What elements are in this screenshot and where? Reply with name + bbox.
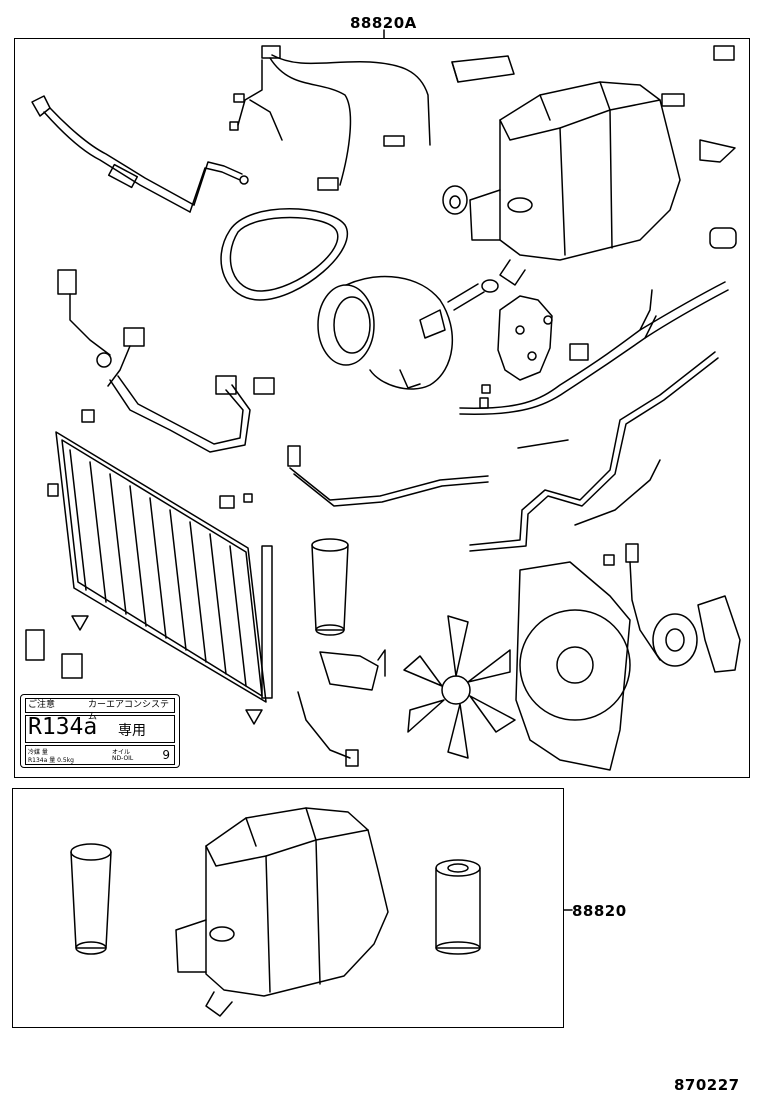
label-plate-system: カーエアコンシステム <box>88 700 170 722</box>
label-plate-grade: 9 <box>162 748 170 762</box>
dryer-bracket <box>319 649 386 691</box>
left-harness <box>57 269 145 387</box>
label-plate-footer-col2-value: ND-OIL <box>112 755 134 762</box>
filter-cartridge <box>435 859 481 955</box>
compressor <box>317 275 453 390</box>
thermistor <box>297 691 359 767</box>
bottom-assembly-frame <box>12 788 564 1028</box>
label-plate-header: ご注意 カーエアコンシステム <box>25 698 175 722</box>
suction-hose <box>109 375 275 453</box>
refrigerant-caution-label: ご注意 カーエアコンシステム R134a 専用 冷媒 量 R134a 量 0.5… <box>20 694 180 768</box>
cooling-fan <box>403 615 516 759</box>
discharge-hose <box>31 95 249 213</box>
label-plate-exclusive: 専用 <box>118 723 146 739</box>
label-plate-footer-col2: オイル <box>112 749 131 756</box>
evaporator-unit-spare <box>175 807 389 1017</box>
label-plate-main: R134a 専用 <box>25 714 175 743</box>
reference-number: 870227 <box>674 1076 740 1094</box>
pressure-switch-line <box>287 445 489 507</box>
fan-shroud <box>515 561 631 771</box>
condenser <box>55 431 273 703</box>
short-hose <box>447 279 499 311</box>
label-plate-footer-col1: 冷媒 量 <box>28 749 48 756</box>
label-plate-tag: ご注意 <box>28 700 56 710</box>
fan-motor <box>625 543 741 673</box>
receiver-dryer-spare <box>70 843 112 955</box>
label-plate-refrigerant: R134a <box>28 714 98 740</box>
drive-belt <box>220 208 348 301</box>
small-fittings <box>25 45 737 725</box>
label-plate-footer-col1-value: R134a 量 0.5kg <box>28 757 74 764</box>
suction-pipe <box>459 281 729 416</box>
evaporator-unit <box>469 81 681 286</box>
wire-harness <box>229 45 431 191</box>
receiver-dryer <box>311 538 349 636</box>
callout-88820a: 88820A <box>350 14 417 32</box>
grommet <box>442 185 468 215</box>
relay-block <box>451 55 515 83</box>
label-plate-footer: 冷媒 量 R134a 量 0.5kg オイル ND-OIL 9 <box>25 745 175 765</box>
compressor-bracket <box>497 295 553 381</box>
liquid-pipe <box>469 351 719 552</box>
callout-88820: 88820 <box>572 902 627 920</box>
top-assembly-frame <box>14 38 750 778</box>
